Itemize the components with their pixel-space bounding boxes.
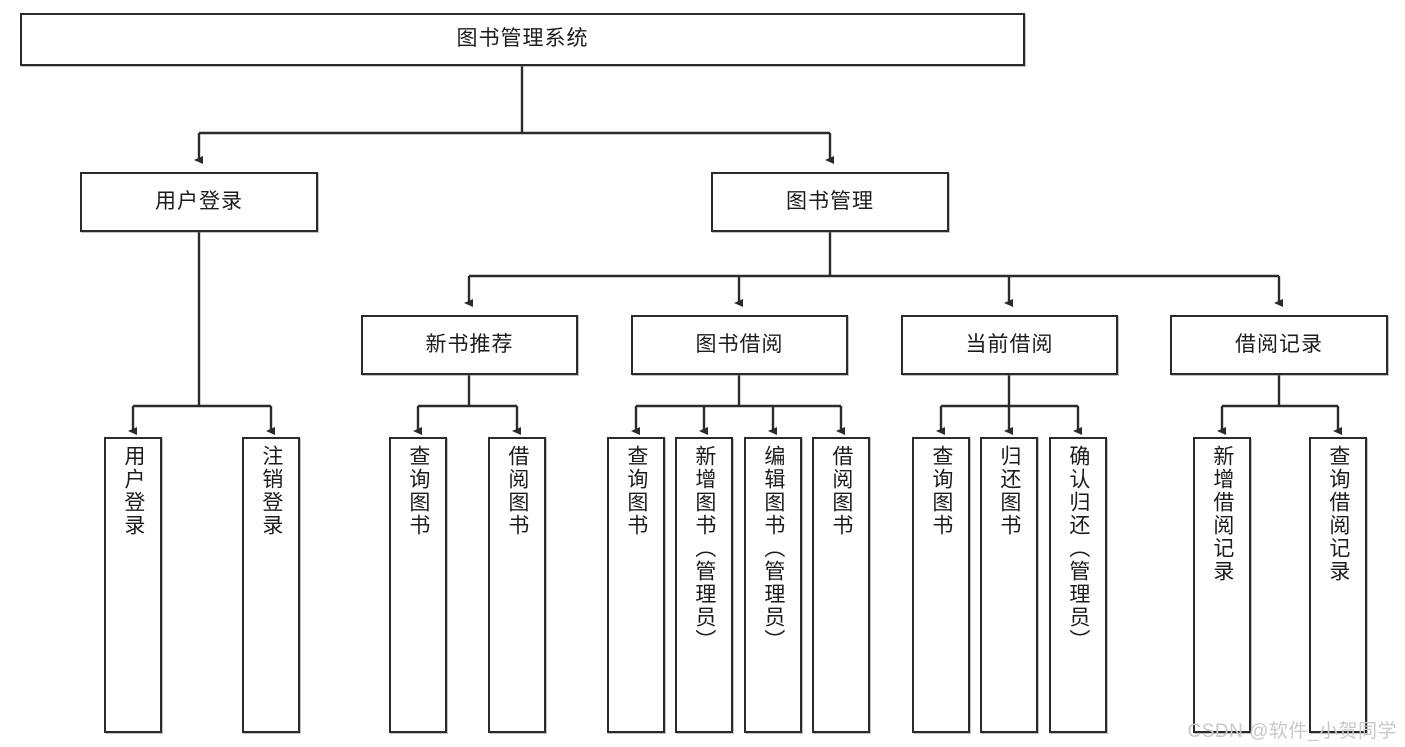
node-leaf-borrow-book[interactable]: 借阅图书 [812, 437, 870, 733]
node-root-book-management-system[interactable]: 图书管理系统 [20, 13, 1025, 66]
node-label: 借阅图书 [505, 445, 529, 537]
node-leaf-user-logout[interactable]: 注销登录 [242, 437, 300, 733]
node-leaf-confirm-return-admin[interactable]: 确认归还（管理员） [1049, 437, 1107, 733]
watermark-text: CSDN @软件_小贺同学 [1187, 721, 1397, 742]
node-leaf-user-login[interactable]: 用户登录 [104, 437, 162, 733]
node-user-login[interactable]: 用户登录 [80, 172, 318, 232]
node-leaf-query-book-recommend[interactable]: 查询图书 [389, 437, 447, 733]
node-leaf-add-book-admin[interactable]: 新增图书（管理员） [675, 437, 733, 733]
node-label: 新增借阅记录 [1210, 445, 1234, 583]
node-leaf-query-book-borrow[interactable]: 查询图书 [607, 437, 665, 733]
node-leaf-add-borrow-record[interactable]: 新增借阅记录 [1193, 437, 1251, 733]
node-label: 借阅图书 [829, 445, 853, 537]
node-label: 查询借阅记录 [1326, 445, 1350, 583]
node-borrow-record[interactable]: 借阅记录 [1170, 315, 1388, 375]
node-book-management[interactable]: 图书管理 [711, 172, 949, 232]
node-book-borrow[interactable]: 图书借阅 [631, 315, 848, 375]
node-leaf-edit-book-admin[interactable]: 编辑图书（管理员） [744, 437, 802, 733]
node-current-borrow[interactable]: 当前借阅 [901, 315, 1118, 375]
node-leaf-query-borrow-record[interactable]: 查询借阅记录 [1309, 437, 1367, 733]
node-new-book-recommend[interactable]: 新书推荐 [361, 315, 578, 375]
node-label: 查询图书 [624, 445, 648, 537]
node-label: 借阅记录 [1235, 332, 1323, 356]
node-label: 用户登录 [155, 189, 243, 213]
node-label: 注销登录 [259, 445, 283, 537]
node-label: 查询图书 [929, 445, 953, 537]
node-label: 图书管理 [786, 189, 874, 213]
node-label: 当前借阅 [965, 332, 1054, 356]
node-label: 用户登录 [121, 445, 145, 537]
node-label: 归还图书 [997, 445, 1021, 537]
node-leaf-borrow-book-recommend[interactable]: 借阅图书 [488, 437, 546, 733]
node-label: 新书推荐 [425, 332, 514, 356]
node-label: 编辑图书（管理员） [761, 445, 785, 652]
node-leaf-return-book[interactable]: 归还图书 [980, 437, 1038, 733]
node-label: 图书借阅 [695, 332, 784, 356]
node-leaf-query-book-current[interactable]: 查询图书 [912, 437, 970, 733]
node-label: 确认归还（管理员） [1066, 445, 1090, 652]
node-label: 查询图书 [406, 445, 430, 537]
node-label: 图书管理系统 [456, 27, 589, 51]
node-label: 新增图书（管理员） [692, 445, 716, 652]
